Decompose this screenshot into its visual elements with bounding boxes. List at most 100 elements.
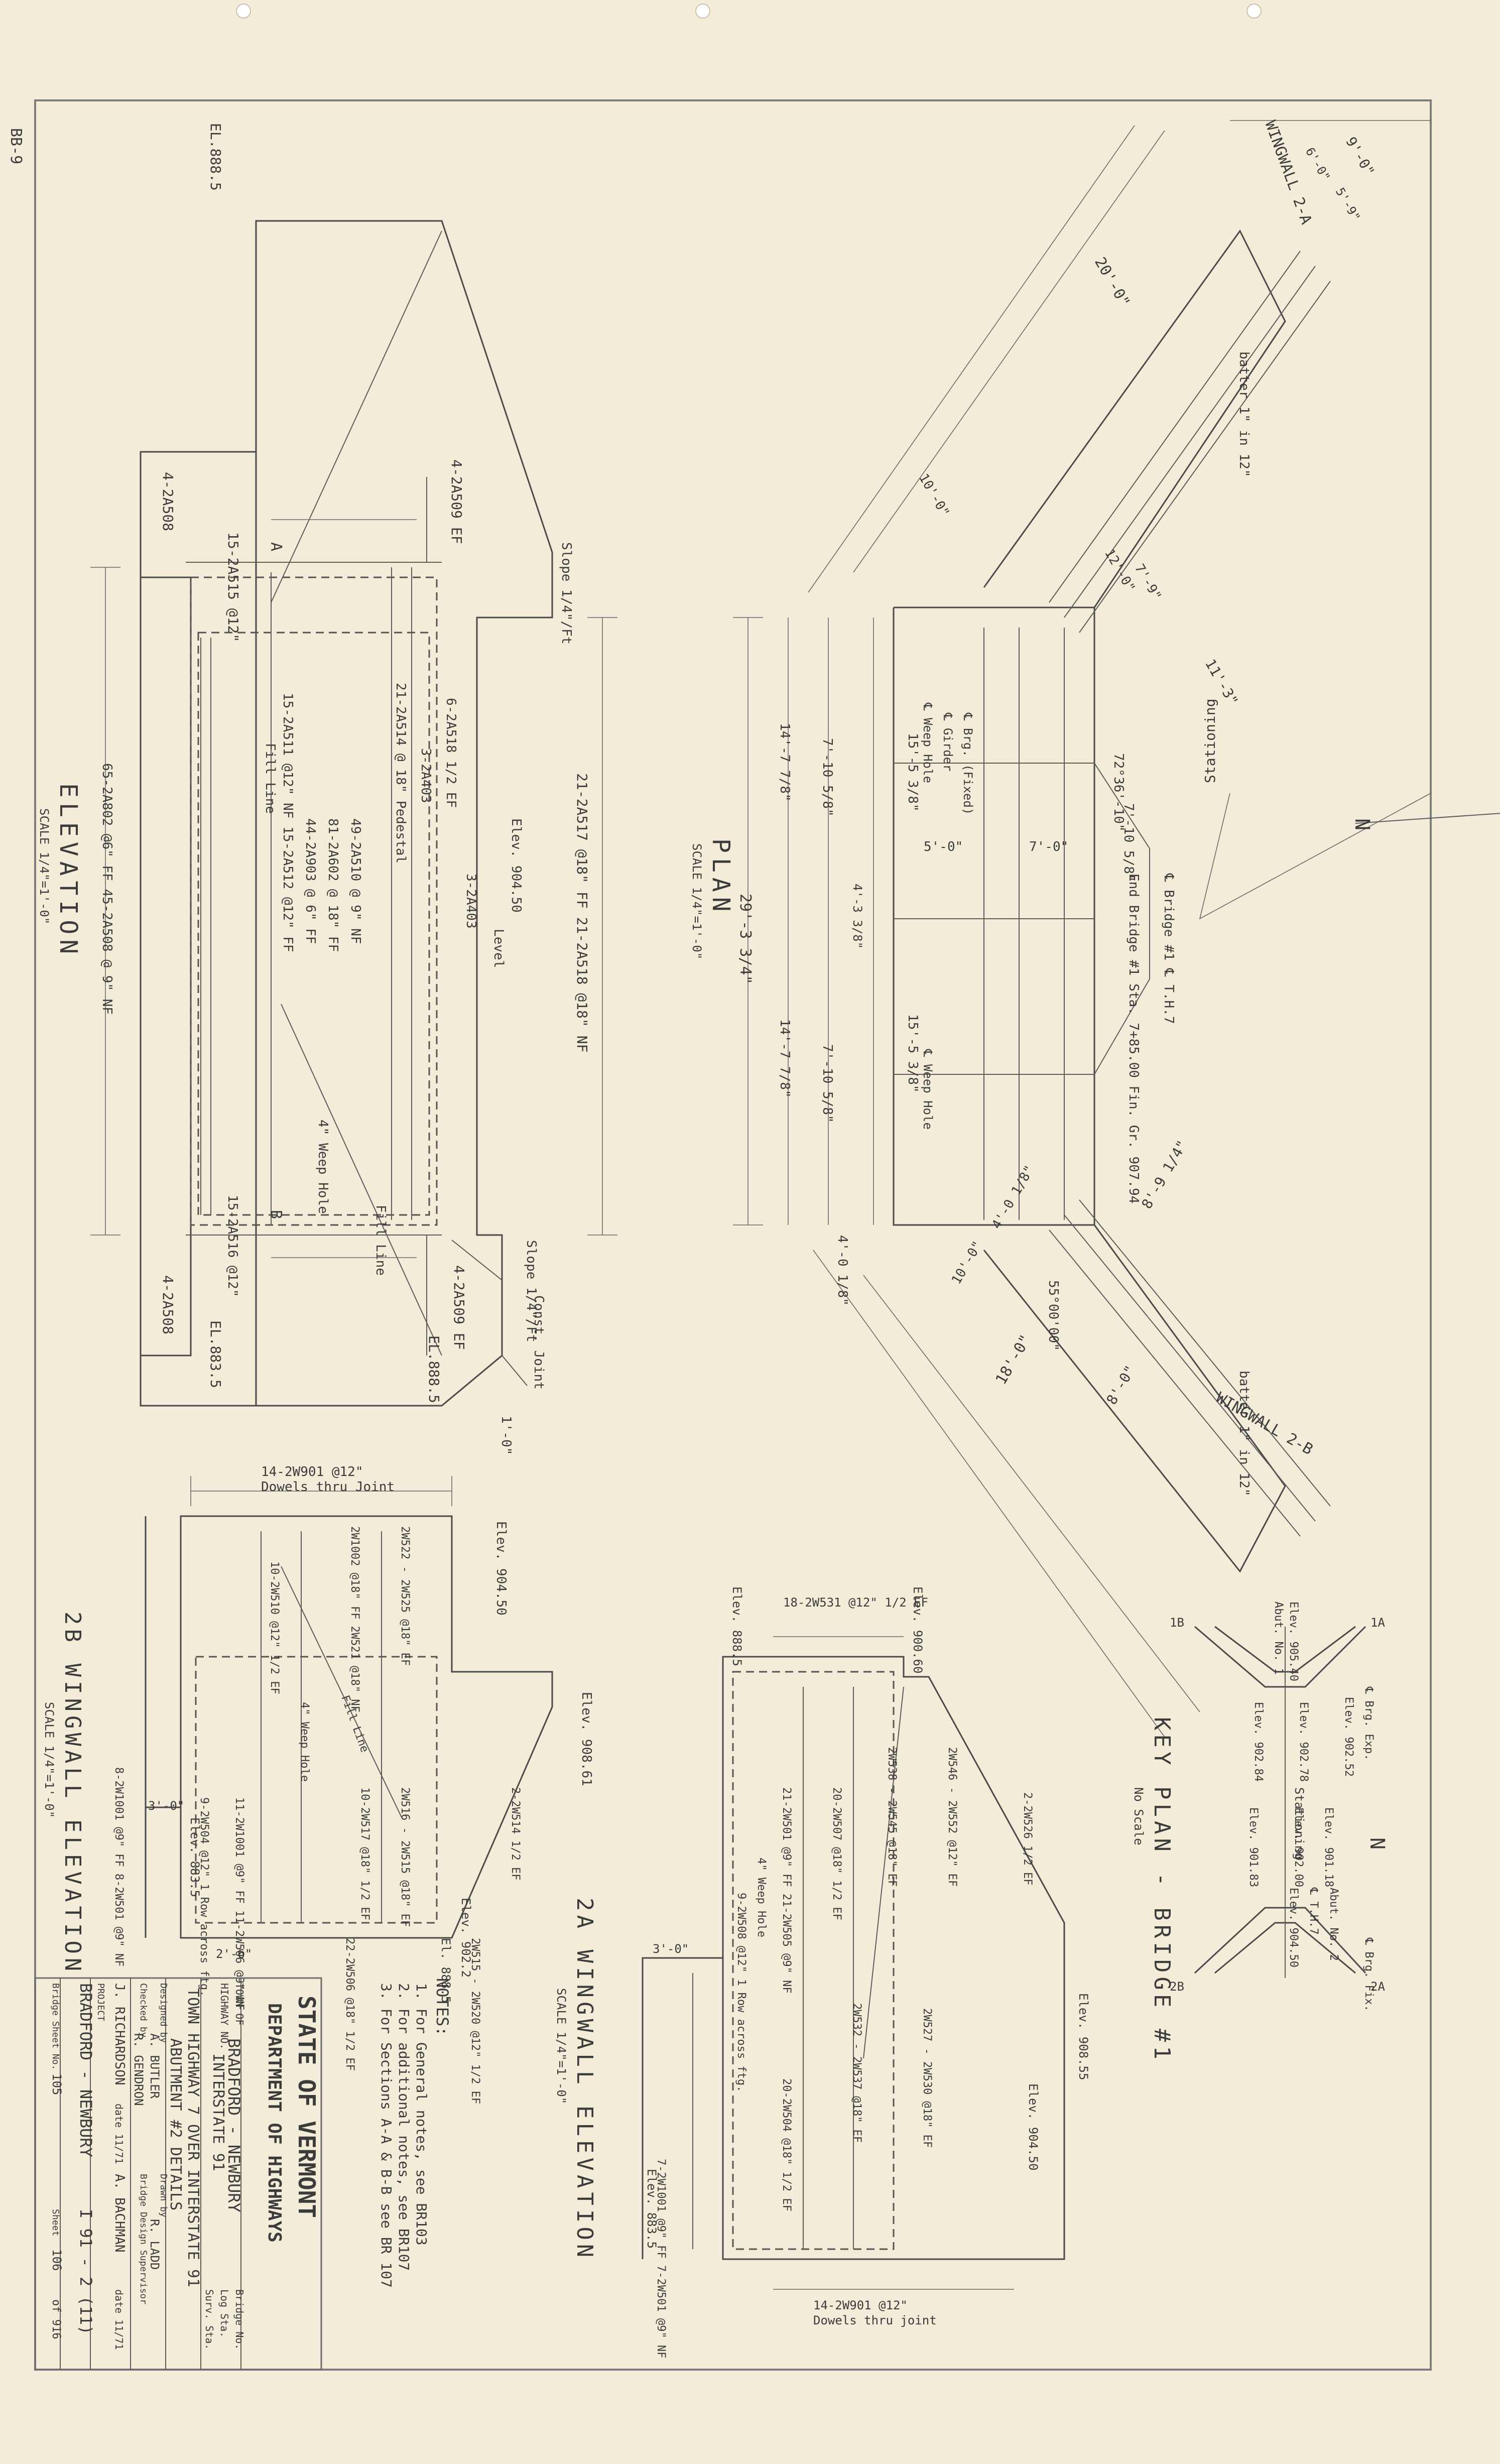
key-plan-label: Elev. 902.52 (1342, 1697, 1355, 1777)
plan-label: ℄ Weep Hole (921, 1049, 935, 1130)
elevation-label: EL.888.5 (426, 1335, 442, 1403)
sheet-number: BB-9 (7, 128, 25, 164)
title-log-sta-label: Log Sta. (218, 2289, 230, 2337)
plan-label: 7'-10 5/8" (820, 1044, 835, 1123)
elevation-label: 81-2A602 @ 18" FF (325, 818, 340, 952)
elevation-label: 4-2A509 EF (448, 459, 465, 544)
title-designed-by: A. BUTLER (148, 2033, 162, 2099)
key-plan-label: Abut. No. 1 (1272, 1601, 1285, 1675)
plan-title: PLAN (707, 838, 735, 917)
wing-2a-label: 20-2W507 @18" 1/2 EF (830, 1787, 843, 1920)
title-highway: INTERSTATE 91 (209, 2053, 227, 2171)
key-plan-label: Stationing (1292, 1787, 1306, 1860)
key-plan-label: Elev. 905.40 (1287, 1601, 1300, 1681)
wing-2b-label: 14-2W901 @12" (261, 1464, 363, 1480)
key-plan-scale: No Scale (1132, 1787, 1146, 1845)
elevation-label: 4-2A508 (160, 1275, 176, 1334)
wing-2a-label: Elev. 888.5 (730, 1586, 744, 1666)
wing-2b-label: Dowels thru Joint (261, 1480, 395, 1495)
key-plan-label: Abut. No. 2 (1327, 1888, 1340, 1961)
wing-2a-scale: SCALE 1/4"=1'-0" (554, 1988, 568, 2104)
key-plan-label: Elev. 904.50 (1287, 1888, 1300, 1967)
plan-label: 7'-10 5/8" (1121, 803, 1136, 882)
wing-2a-label: 2-2W526 1/2 EF (1021, 1792, 1034, 1885)
elevation-view: EL.888.5 4-2A508 15-2A515 @12" 4-2A509 E… (37, 123, 617, 1455)
wing-2b-title: 2B WINGWALL ELEVATION (60, 1612, 85, 1975)
title-sheet-of: of 916 (50, 2299, 62, 2339)
wing-2a-label: 3'-0" (653, 1942, 689, 1956)
title-project-no: I 91 - 2 (11) (76, 2209, 95, 2334)
wing-2a-label: 2W532 - 2W537 @18" EF (850, 2003, 863, 2143)
notes-block: NOTES: 1. For General notes, see BR103 2… (378, 1978, 452, 2288)
elevation-scale: SCALE 1/4"=1'-0" (37, 808, 51, 924)
title-supervisor-label: Bridge Design Supervisor (138, 2174, 149, 2304)
wing-2a-label: Elev. 904.50 (1026, 2083, 1040, 2170)
wing-2b-label: 2W1002 @18" FF 2W521 @18" NF (348, 1526, 361, 1712)
key-plan-label: 1B (1170, 1616, 1184, 1630)
title-bridge-no-label: Bridge No. (233, 2289, 245, 2350)
note-item: 1. For General notes, see BR103 (413, 1983, 430, 2246)
title-bridge-sheet: 105 (50, 2073, 64, 2095)
wing-2b-label: 10-2W517 @18" 1/2 EF (358, 1787, 371, 1920)
elevation-label: EL.888.5 (207, 123, 224, 191)
wing-2a-label: Elev. 908.55 (1076, 1993, 1090, 2080)
wing-2b-label: 3'-0" (148, 1799, 184, 1813)
key-plan-label: Elev. 902.84 (1252, 1702, 1265, 1782)
wing-2a-label: 20-2W504 @18" 1/2 EF (780, 2078, 793, 2211)
wing-2b-label: Elev. 902.2 (459, 1898, 473, 1978)
key-plan-label: ℄ Brg. Exp. (1362, 1686, 1375, 1761)
elevation-section-mark: A (267, 542, 285, 551)
key-plan: 1A 1B 2A 2B Elev. 905.40 Abut. No. 1 Ele… (1132, 1601, 1389, 2063)
title-project-label: PROJECT (95, 1983, 106, 2021)
plan-label: 29'-3 3/4" (736, 894, 754, 984)
elevation-label: 6-2A518 1/2 EF (443, 698, 458, 808)
plan-label: 14'-7 7/8" (777, 723, 792, 802)
plan-label: batter 1" in 12" (1236, 351, 1252, 477)
key-plan-label: Elev. 902.78 (1297, 1702, 1310, 1782)
title-engineer-date: date 11/71 (113, 2289, 125, 2350)
key-plan-label: ℄ T.H.7 (1307, 1887, 1320, 1935)
elevation-label: EL.883.5 (207, 1320, 224, 1388)
elevation-label: Fill Line (263, 743, 278, 814)
wing-2b-label: 4" Weep Hole (298, 1702, 311, 1782)
key-plan-label: 1A (1370, 1616, 1385, 1630)
wing-2b-label: 2W516 - 2W515 @18" EF (399, 1787, 411, 1927)
title-project: BRADFORD - NEWBURY (76, 1983, 95, 2157)
title-drawn-by: R. LADD (148, 2219, 162, 2270)
elevation-label: 4-2A508 (160, 472, 176, 531)
plan-label: 55°00'00" (1046, 1280, 1061, 1351)
plan-label: 14'-7 7/8" (777, 1019, 792, 1098)
wing-2a-label: 4" Weep Hole (755, 1858, 768, 1937)
elevation-label: Fill Line (373, 1205, 388, 1276)
wing-2b-label: 9-2W504 @12" 1 Row across ftg. (198, 1797, 210, 1997)
key-plan-label: 2A (1370, 1980, 1385, 1994)
title-surv-sta-label: Surv. Sta. (203, 2289, 215, 2350)
elevation-label: 15-2A516 @12" (225, 1195, 240, 1297)
elevation-label: Const. Joint (531, 1295, 546, 1390)
wing-2b-label: El. 888.5 (439, 1938, 453, 2003)
title-drawn-label: Drawn by (158, 2174, 169, 2217)
key-plan-label: ℄ Brg. Fix. (1362, 1937, 1375, 2012)
wing-2b-label: 2W515 - 2W520 @12" 1/2 EF (469, 1938, 481, 2104)
elevation-label: 4-2A509 EF (451, 1265, 467, 1350)
key-plan-label: N (1365, 1837, 1389, 1850)
note-item: 2. For additional notes, see BR107 (396, 1983, 412, 2271)
title-block: STATE OF VERMONT DEPARTMENT OF HIGHWAYS … (34, 1977, 322, 2371)
plan-scale: SCALE 1/4"=1'-0" (690, 843, 704, 959)
key-plan-title: KEY PLAN - BRIDGE #1 (1149, 1717, 1175, 2063)
wing-2a-title: 2A WINGWALL ELEVATION (572, 1898, 597, 2261)
plan-label: 72°36'-10" (1111, 753, 1126, 832)
wing-2b-label: Elev. 904.50 (493, 1521, 509, 1616)
wing-2a-label: 14-2W901 @12" (813, 2298, 908, 2312)
plan-label: Stationing (1202, 698, 1218, 783)
elevation-label: Slope 1/4"/Ft (524, 1240, 539, 1342)
elevation-label: 15-2A515 @12" (225, 532, 241, 642)
elevation-label: 44-2A903 @ 6" FF (303, 818, 318, 944)
wing-2b-label: 11-2W1001 @9" FF 11-2W506 @9" NF (233, 1797, 245, 2010)
elevation-label: Elev. 904.50 (509, 818, 524, 913)
wing-2b-label: 2-2W514 1/2 EF (509, 1787, 522, 1880)
elevation-label: 21-2A514 @ 18" Pedestal (393, 683, 408, 864)
wing-2b-label: Elev. 883.5 (188, 1817, 202, 1897)
plan-label: N (1350, 818, 1373, 830)
